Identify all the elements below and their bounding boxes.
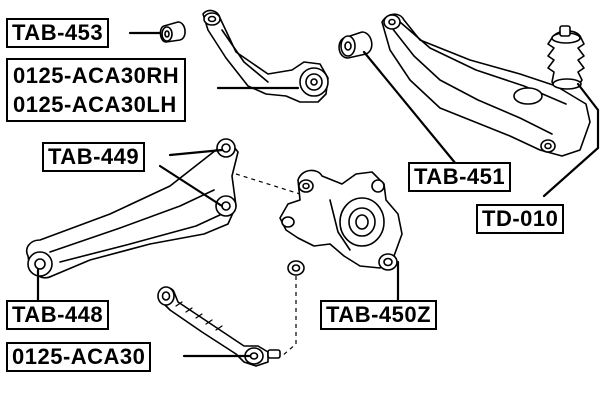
dashed-guide-knuckle-link	[281, 276, 297, 357]
rear-knuckle	[279, 169, 403, 276]
toe-link-arm	[157, 286, 281, 367]
label-0125-aca30lh: 0125-ACA30LH	[13, 92, 177, 117]
trailing-arm	[381, 13, 591, 157]
dust-boot-td-010	[547, 25, 585, 90]
bushing-tab-453	[159, 21, 186, 43]
label-tab-453: TAB-453	[6, 18, 110, 48]
label-tab-450z: TAB-450Z	[320, 300, 438, 330]
label-tab-451: TAB-451	[408, 162, 512, 192]
dashed-guide-arm-knuckle	[235, 173, 301, 195]
label-0125-aca30-pair: 0125-ACA30RH 0125-ACA30LH	[6, 58, 187, 122]
lower-control-arm	[25, 138, 239, 279]
leader-td-010	[542, 82, 600, 198]
leader-tab-449-lower	[158, 164, 224, 208]
upper-control-arm	[202, 9, 329, 103]
leader-tab-449-upper	[168, 148, 224, 157]
label-0125-aca30: 0125-ACA30	[6, 342, 152, 372]
label-td-010: TD-010	[476, 204, 565, 234]
label-tab-448: TAB-448	[6, 300, 110, 330]
leader-tab-451	[362, 50, 458, 166]
label-tab-449: TAB-449	[42, 142, 146, 172]
label-0125-aca30rh: 0125-ACA30RH	[13, 63, 180, 88]
